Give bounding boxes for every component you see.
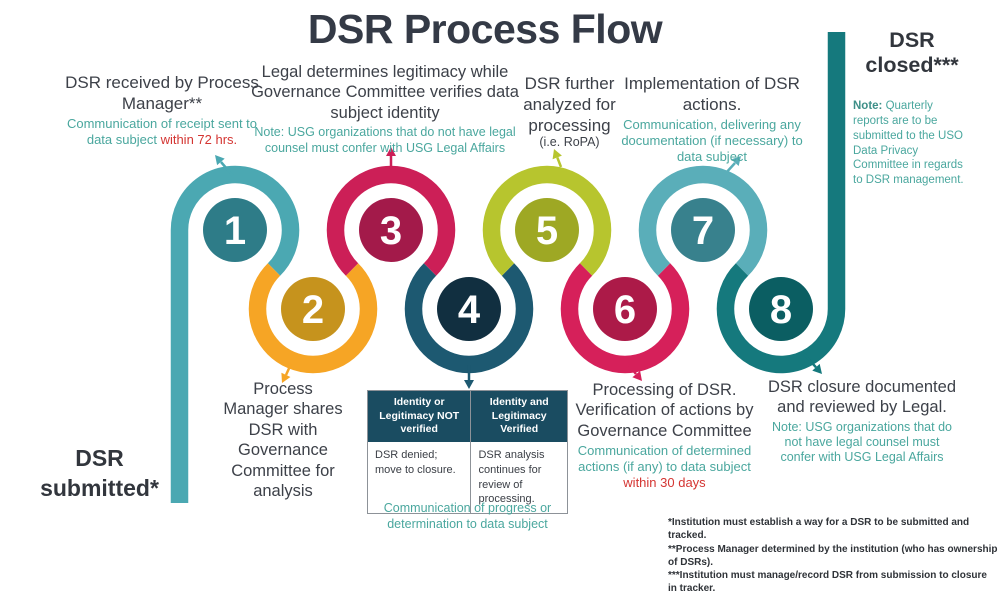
end-annotation: DSR closed*** Note: Quarterly reports ar… xyxy=(853,28,971,188)
step-7-annotation: Implementation of DSR actions. Communica… xyxy=(618,73,806,165)
step-7-title: Implementation of DSR actions. xyxy=(624,74,800,115)
step-8-circle xyxy=(749,277,813,341)
page-title: DSR Process Flow xyxy=(307,6,663,52)
step-7-number: 7 xyxy=(692,209,714,253)
step-3-circle xyxy=(359,198,423,262)
footnote-3: ***Institution must manage/record DSR fr… xyxy=(668,570,987,595)
footnotes: *Institution must establish a way for a … xyxy=(668,516,998,596)
step-1-deadline: within 72 hrs. xyxy=(160,132,238,148)
step-8-ring xyxy=(716,32,846,374)
step-7-ring xyxy=(638,165,768,276)
step-6-title: Processing of DSR. Verification of actio… xyxy=(575,381,754,440)
step-2-number: 2 xyxy=(302,288,324,332)
step-1-ring xyxy=(170,165,300,503)
step-6-note: Communication of determined actions (if … xyxy=(577,443,752,491)
start-label: DSR submitted* xyxy=(40,445,159,502)
step-4-ring xyxy=(404,263,534,374)
footnote-2: **Process Manager determined by the inst… xyxy=(668,543,998,568)
step-2-ring xyxy=(248,263,378,374)
step-4-circle xyxy=(437,277,501,341)
step-5-subtitle: (i.e. RoPA) xyxy=(539,135,600,150)
step-1-title: DSR received by Process Manager** xyxy=(65,73,259,114)
step-4-note: Communication of progress or determinati… xyxy=(383,501,552,531)
step-7-note: Communication, delivering any documentat… xyxy=(621,117,803,164)
step-8-number: 8 xyxy=(770,288,792,332)
step-5-annotation: DSR further analyzed for processing (i.e… xyxy=(512,73,627,150)
step-2-circle xyxy=(281,277,345,341)
step-3-title: Legal determines legitimacy while Govern… xyxy=(251,63,519,122)
step-6-number: 6 xyxy=(614,288,636,332)
step-8-annotation: DSR closure documented and reviewed by L… xyxy=(767,377,957,466)
decision-table-cell-continues: DSR analysis continues for review of pro… xyxy=(478,448,545,506)
decision-table-cell-denied: DSR denied; move to closure. xyxy=(368,441,472,514)
decision-table: Identity or Legitimacy NOT verified Iden… xyxy=(367,390,568,515)
step-4-number: 4 xyxy=(458,288,481,332)
step-6-annotation: Processing of DSR. Verification of actio… xyxy=(572,380,757,491)
step-1-arrow-icon xyxy=(215,155,234,177)
step-1-circle xyxy=(203,198,267,262)
step-1-note: Communication of receipt sent to data su… xyxy=(66,116,258,148)
step-3-annotation: Legal determines legitimacy while Govern… xyxy=(240,62,530,156)
step-3-arrow-icon xyxy=(386,147,396,169)
step-3-ring xyxy=(326,165,456,276)
step-4-arrow-icon xyxy=(464,365,474,389)
step-7-arrow-icon xyxy=(724,156,741,175)
step-6-arrow-icon xyxy=(626,362,642,381)
step-5-title: DSR further analyzed for processing xyxy=(523,74,616,136)
step-1-annotation: DSR received by Process Manager** Commun… xyxy=(62,72,262,148)
end-note: Note: Quarterly reports are to be submit… xyxy=(853,99,964,187)
step-6-deadline: within 30 days xyxy=(623,475,706,491)
step-5-number: 5 xyxy=(536,209,558,253)
step-8-title: DSR closure documented and reviewed by L… xyxy=(767,378,956,417)
decision-table-header-verified: Identity and Legitimacy Verified xyxy=(489,396,549,436)
flow-ribbon: 1 2 3 4 5 6 7 8 xyxy=(170,32,846,503)
decision-table-row: DSR denied; move to closure. DSR analysi… xyxy=(368,441,567,514)
step-3-number: 3 xyxy=(380,209,402,253)
step-2-annotation: Process Manager shares DSR with Governan… xyxy=(223,380,343,501)
step-6-circle xyxy=(593,277,657,341)
step-2-arrow-icon xyxy=(281,363,293,383)
step-5-arrow-icon xyxy=(552,149,563,168)
step-7-circle xyxy=(671,198,735,262)
step-5-ring xyxy=(482,165,612,276)
end-label: DSR closed*** xyxy=(865,28,959,78)
step-5-circle xyxy=(515,198,579,262)
decision-table-header: Identity or Legitimacy NOT verified Iden… xyxy=(368,391,567,442)
decision-table-header-not-verified: Identity or Legitimacy NOT verified xyxy=(368,391,472,442)
step-6-ring xyxy=(560,263,690,374)
step-1-number: 1 xyxy=(224,209,246,253)
footnote-1: *Institution must establish a way for a … xyxy=(668,517,970,542)
step-8-note: Note: USG organizations that do not have… xyxy=(772,419,952,465)
step-3-note: Note: USG organizations that do not have… xyxy=(254,125,516,155)
step-8-arrow-icon xyxy=(803,353,822,374)
